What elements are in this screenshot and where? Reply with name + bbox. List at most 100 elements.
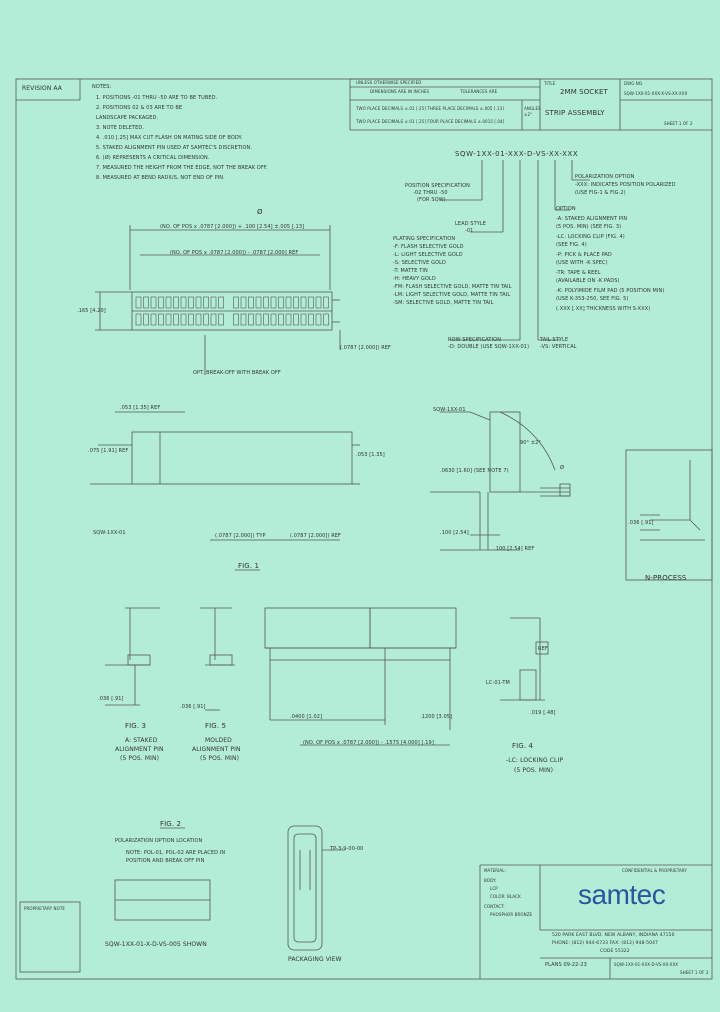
address-2: PHONE: (812) 944-6733 FAX: (812) 948-504… bbox=[552, 941, 659, 946]
fig2-note-1: NOTE: POL-01, POL-02 ARE PLACED IN bbox=[126, 850, 226, 856]
fig5-dim: .036 [.91] bbox=[180, 704, 206, 710]
option-tr: -TR: TAPE & REEL bbox=[556, 270, 601, 276]
fig2-note-2: POSITION AND BREAK OFF PIN bbox=[126, 858, 205, 864]
confidential-note: CONFIDENTIAL & PROPRIETARY bbox=[622, 868, 687, 873]
pin-cell bbox=[210, 296, 217, 309]
option-p-note: (USE WITH -K SPEC) bbox=[556, 260, 608, 266]
body-label: BODY: bbox=[484, 878, 497, 883]
pin-cell bbox=[180, 296, 187, 309]
tail-style-value: -VS: VERTICAL bbox=[540, 344, 577, 350]
pin-cell bbox=[263, 296, 269, 309]
pin-cell bbox=[195, 313, 202, 326]
option-a: -A: STAKED ALIGNMENT PIN bbox=[556, 216, 628, 222]
fig5-sub-1: MOLDED bbox=[205, 737, 232, 744]
body-height-dim: .100 [2.54] REF bbox=[494, 546, 535, 552]
title-line2: STRIP ASSEMBLY bbox=[545, 109, 605, 117]
angle-dim: 90° ±2° bbox=[520, 440, 542, 446]
side-right-dim: .053 [1.35] bbox=[356, 452, 385, 458]
fig1-label: FIG. 1 bbox=[238, 562, 260, 570]
fig3-sub-2: ALIGNMENT PIN bbox=[115, 746, 164, 753]
pin-cell bbox=[278, 313, 284, 326]
option-k-thickness: (.XXX [.XX] THICKNESS WITH S-XXX) bbox=[556, 306, 651, 312]
pin-cell bbox=[150, 296, 157, 309]
polarization-title: POLARIZATION OPTION bbox=[575, 174, 635, 180]
side-left-dim: .075 [1.91] REF bbox=[88, 448, 129, 454]
fig3-dim: .036 [.91] bbox=[98, 696, 124, 702]
fig1-height-dim: .165 [4.20] bbox=[77, 308, 106, 314]
fig1-pitch-dim: (NO. OF POS x .0787 [2.000]) - .0787 [2.… bbox=[170, 250, 299, 256]
option-a-note: (5 POS. MIN) (SEE FIG. 3) bbox=[556, 224, 622, 230]
fig4-dim: .019 [.48] bbox=[530, 710, 556, 716]
title-label: TITLE bbox=[544, 81, 556, 86]
notes-title: NOTES: bbox=[92, 84, 112, 90]
position-spec-range: -02 THRU -50 bbox=[413, 190, 448, 196]
tolerance-header: UNLESS OTHERWISE SPECIFIED bbox=[356, 80, 422, 85]
material-label: MATERIAL: bbox=[484, 868, 507, 873]
plating-f: -F: FLASH SELECTIVE GOLD bbox=[393, 244, 464, 250]
pin-cell bbox=[218, 296, 224, 309]
pin-cell bbox=[135, 313, 142, 326]
n-process-label: N-PROCESS bbox=[645, 574, 687, 582]
fig2-example: SQW-1XX-01-X-D-VS-005 SHOWN bbox=[105, 941, 207, 948]
dwg-no: SQW-1XX-01-XXX-X-VS-XX-XXX bbox=[624, 91, 688, 96]
drawn-date: PLANS 09-22-23 bbox=[545, 962, 587, 968]
note-6: 6. (Ø) REPRESENTS A CRITICAL DIMENSION. bbox=[96, 155, 210, 161]
plating-title: PLATING SPECIFICATION bbox=[393, 236, 456, 242]
side-bottom-dim: (.0787 [2.000]) TYP bbox=[215, 533, 266, 539]
pin-cell bbox=[210, 313, 217, 326]
pin-cell bbox=[285, 296, 292, 309]
pin-cell bbox=[173, 313, 179, 326]
fig1-opt-marker: OPT. BREAK-OFF WITH BREAK OFF bbox=[193, 370, 281, 376]
sheet-number: SHEET 1 OF 2 bbox=[664, 121, 693, 126]
n-process-dim: .036 [.91] bbox=[628, 520, 654, 526]
fig1-pin-array bbox=[134, 294, 330, 328]
section-critical: Ø bbox=[560, 465, 565, 471]
body-color: COLOR: BLACK bbox=[490, 894, 521, 899]
pin-cell bbox=[308, 296, 314, 309]
plating-s: -S: SELECTIVE GOLD bbox=[393, 260, 446, 266]
address-3: CODE 55322 bbox=[600, 949, 630, 954]
bottom-dim-1: (NO. OF POS x .0787 [2.000]) - .1575 [4.… bbox=[303, 740, 434, 746]
polarization-value: -XXX: INDICATES POSITION POLARIZED bbox=[575, 182, 676, 188]
fig1-overall-dim: (NO. OF POS x .0787 [2.000]) + .100 [2.5… bbox=[160, 224, 305, 230]
note-5: 5. STAKED ALIGNMENT PIN USED AT SAMTEC'S… bbox=[96, 145, 253, 151]
angles-tolerance: ANGLES ±2° bbox=[524, 106, 541, 117]
pin-cell bbox=[135, 296, 142, 309]
pin-cell bbox=[263, 313, 269, 326]
tolerance-row1: TWO PLACE DECIMALS ±.01 [.25] THREE PLAC… bbox=[356, 106, 504, 111]
fig5-sub-3: (5 POS. MIN) bbox=[200, 755, 240, 762]
revision-label: REVISION AA bbox=[22, 85, 63, 92]
pin-cell bbox=[203, 296, 209, 309]
pin-cell bbox=[188, 296, 194, 309]
plating-t: -T: MATTE TIN bbox=[393, 268, 428, 274]
pin-cell bbox=[315, 296, 322, 309]
option-lc: -LC: LOCKING CLIP (FIG. 4) bbox=[556, 234, 625, 240]
pin-cell bbox=[255, 296, 262, 309]
position-spec-note: (FOR SQW) bbox=[417, 197, 446, 203]
pin-cell bbox=[203, 313, 209, 326]
section-label: SQW-1XX-01 bbox=[433, 407, 466, 413]
title-line1: 2MM SOCKET bbox=[560, 88, 608, 96]
address-1: 520 PARK EAST BLVD. NEW ALBANY, INDIANA … bbox=[552, 933, 675, 938]
side-tail-dim: SQW-1XX-01 bbox=[93, 530, 126, 536]
plating-lm: -LM: LIGHT SELECTIVE GOLD, MATTE TIN TAI… bbox=[393, 292, 511, 298]
pin-cell bbox=[293, 296, 299, 309]
pin-cell bbox=[323, 313, 329, 326]
title-sheet: SHEET 1 OF 2 bbox=[680, 970, 709, 975]
pin-cell bbox=[150, 313, 157, 326]
tolerance-col2: TOLERANCES ARE bbox=[460, 89, 498, 94]
pin-cell bbox=[143, 313, 149, 326]
option-lc-note: (SEE FIG. 4) bbox=[556, 242, 587, 248]
fig3-sub-1: A: STAKED bbox=[125, 737, 158, 744]
pin-cell bbox=[248, 313, 254, 326]
packaging-view: PACKAGING VIEW bbox=[288, 956, 342, 963]
side-top-dim: .053 [1.35] REF bbox=[120, 405, 161, 411]
pin-cell bbox=[285, 313, 292, 326]
row-spec-value: -D: DOUBLE (USE SQW-1XX-01) bbox=[448, 344, 530, 350]
mating-height-dim: .0630 [1.60] (SEE NOTE 7) bbox=[440, 468, 509, 474]
note-7: 7. MEASURED THE HEIGHT FROM THE EDGE, NO… bbox=[96, 165, 268, 171]
option-title: OPTION bbox=[556, 206, 576, 212]
option-k-note: (USE K-353-250, SEE FIG. 5) bbox=[556, 296, 629, 302]
pin-cell bbox=[315, 313, 322, 326]
